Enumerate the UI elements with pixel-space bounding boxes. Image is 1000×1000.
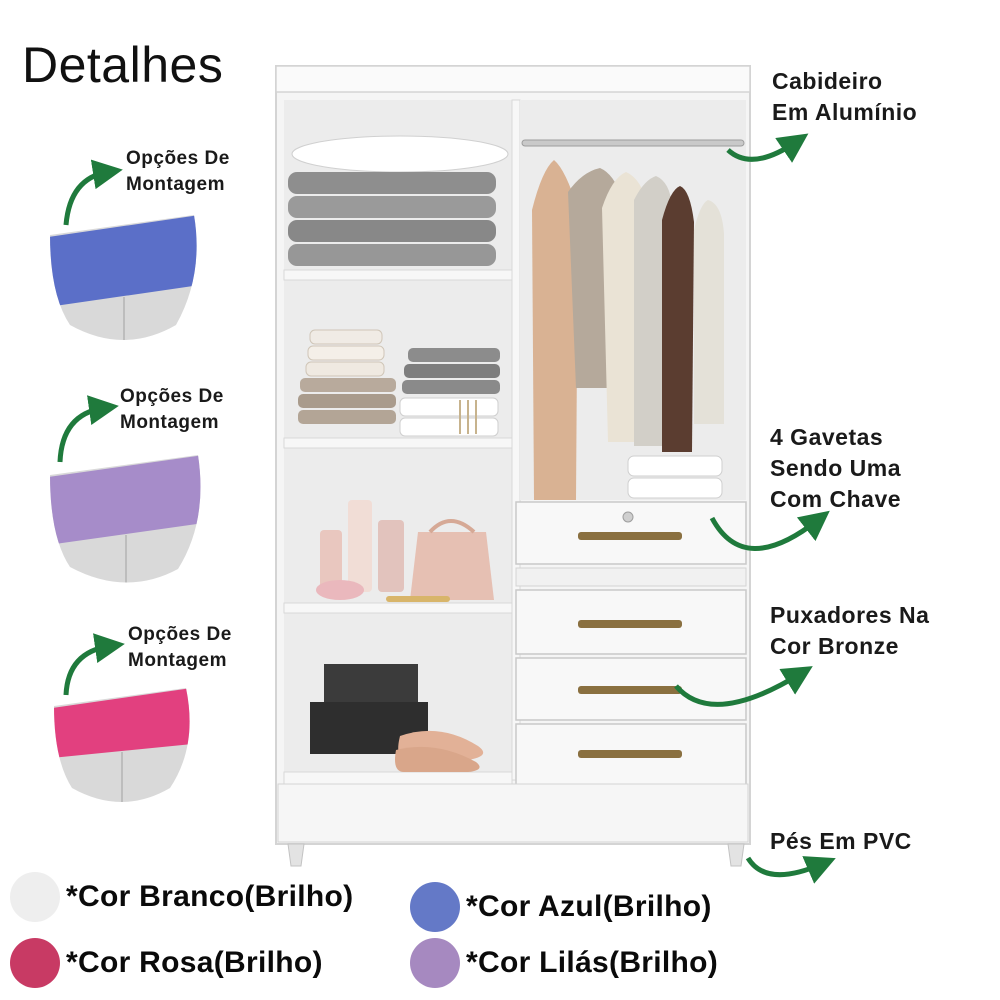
color-option-blue: *Cor Azul(Brilho)	[410, 882, 712, 932]
callout-line: Em Alumínio	[772, 99, 918, 125]
callout-line: Cabideiro	[772, 68, 883, 94]
color-option-label: *Cor Rosa(Brilho)	[66, 946, 323, 979]
page-title: Detalhes	[22, 37, 224, 93]
color-option-label: *Cor Branco(Brilho)	[66, 880, 354, 913]
assembly-option-line1: Opções De	[126, 148, 230, 169]
callout-line: Puxadores Na	[770, 602, 930, 628]
assembly-option-line2: Montagem	[120, 412, 219, 433]
callout-hanger-rod: Cabideiro Em Alumínio	[772, 66, 917, 128]
wardrobe-illustration	[275, 65, 751, 867]
assembly-option-label: Opções De Montagem	[128, 622, 232, 674]
color-option-lilac: *Cor Lilás(Brilho)	[410, 938, 718, 988]
assembly-option-line1: Opções De	[120, 386, 224, 407]
callout-line: 4 Gavetas	[770, 424, 884, 450]
color-option-label: *Cor Lilás(Brilho)	[466, 946, 719, 979]
callout-line: Com Chave	[770, 486, 902, 512]
color-dot	[410, 938, 460, 988]
assembly-option-label: Opções De Montagem	[126, 146, 230, 198]
callout-feet: Pés Em PVC	[770, 826, 912, 857]
assembly-option-swatch-pink	[54, 688, 190, 802]
color-dot	[10, 938, 60, 988]
assembly-option-line1: Opções De	[128, 624, 232, 645]
color-option-label: *Cor Azul(Brilho)	[466, 890, 712, 923]
callout-drawers: 4 Gavetas Sendo Uma Com Chave	[770, 422, 901, 515]
assembly-option-line2: Montagem	[128, 650, 227, 671]
callout-line: Sendo Uma	[770, 455, 902, 481]
color-option-pink: *Cor Rosa(Brilho)	[10, 938, 323, 988]
assembly-option-label: Opções De Montagem	[120, 384, 224, 436]
color-dot	[410, 882, 460, 932]
assembly-option-swatch-blue	[50, 215, 197, 340]
color-dot	[10, 872, 60, 922]
assembly-option-swatch-lilac	[50, 455, 201, 583]
callout-line: Pés Em PVC	[770, 828, 912, 854]
callout-handles: Puxadores Na Cor Bronze	[770, 600, 929, 662]
callout-line: Cor Bronze	[770, 633, 899, 659]
color-option-white: *Cor Branco(Brilho)	[10, 872, 353, 922]
assembly-option-line2: Montagem	[126, 174, 225, 195]
